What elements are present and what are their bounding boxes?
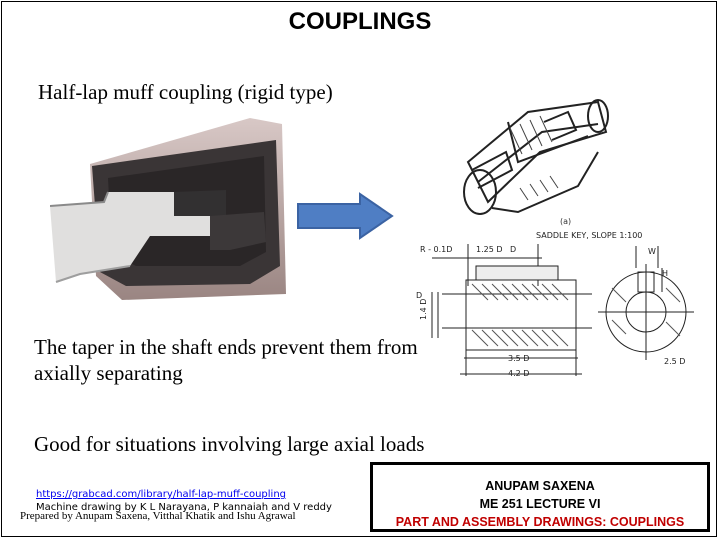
saddle-key-label: SADDLE KEY, SLOPE 1:100 (536, 231, 642, 240)
figure-label: (a) (560, 217, 571, 226)
dim-25-label: 2.5 D (664, 357, 685, 366)
coupling-orthographic-drawing: SADDLE KEY, SLOPE 1:100 R - 0.1D 1.25 D … (416, 231, 694, 378)
lecture-topic: PART AND ASSEMBLY DRAWINGS: COUPLINGS (395, 515, 685, 529)
dim-h-label: H (662, 269, 668, 278)
coupling-render-image (50, 118, 286, 300)
author-info-box: ANUPAM SAXENA ME 251 LECTURE VI PART AND… (370, 462, 710, 532)
dim-d1-label: D (510, 245, 516, 254)
author-name: ANUPAM SAXENA (485, 479, 595, 493)
prepared-by-text: Prepared by Anupam Saxena, Vitthal Khati… (20, 510, 296, 522)
reference-text: Machine drawing by K L Narayana, P kanna… (36, 502, 332, 513)
dim-d2-label: D (416, 291, 422, 300)
dim-125-label: 1.25 D (476, 245, 503, 254)
dim-14d-label: 1.4 D (419, 299, 428, 320)
taper-description: The taper in the shaft ends prevent them… (34, 335, 418, 385)
dim-w-label: W (648, 247, 656, 256)
axial-load-description: Good for situations involving large axia… (34, 432, 425, 456)
slide-title: COUPLINGS (288, 8, 432, 35)
dim-r-label: R - 0.1D (420, 245, 452, 254)
course-name: ME 251 LECTURE VI (479, 497, 601, 511)
grabcad-link[interactable]: https://grabcad.com/library/half-lap-muf… (36, 489, 287, 500)
slide-subtitle: Half-lap muff coupling (rigid type) (38, 80, 333, 104)
coupling-isometric-drawing: (a) (463, 99, 609, 226)
arrow-right-icon (297, 192, 394, 240)
